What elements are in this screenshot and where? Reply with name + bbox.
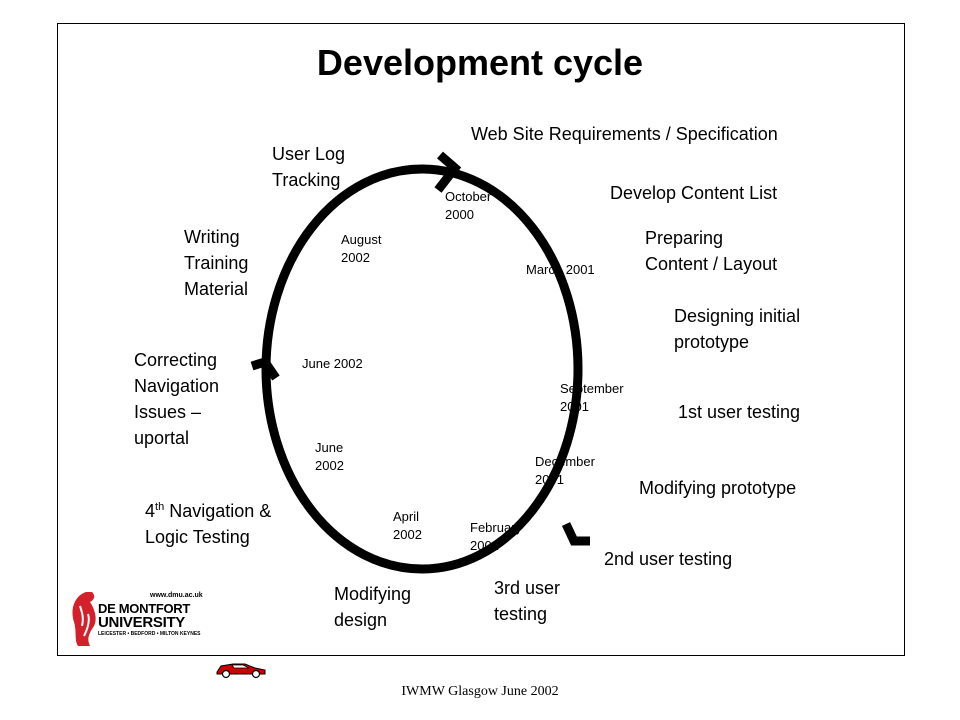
date-april-2002: April 2002 — [393, 509, 422, 542]
date-february-2002: February 2002 — [470, 520, 523, 553]
arrowhead-left — [250, 356, 280, 381]
date-december-2001: December 2001 — [535, 454, 595, 487]
stage-second-user-testing: 2nd user testing — [604, 549, 733, 569]
slide-frame — [57, 23, 905, 656]
car-icon — [216, 663, 266, 679]
logo-campuses: LEICESTER • BEDFORD • MILTON KEYNES — [98, 631, 201, 637]
stage-navigation-testing: 4th Navigation & Logic Testing — [145, 501, 272, 547]
date-october-2000: October 2000 — [445, 189, 492, 222]
logo-url: www.dmu.ac.uk — [150, 592, 203, 599]
stage-writing-training: Writing Training Material — [184, 227, 249, 299]
date-march-2001: March 2001 — [526, 262, 595, 277]
dmu-crest-icon — [72, 592, 96, 646]
slide-title: Development cycle — [316, 42, 644, 83]
stage-correcting-navigation: Correcting Navigation Issues – uportal — [134, 350, 220, 448]
arrowhead-top — [434, 151, 462, 193]
stage-designing-prototype: Designing initial prototype — [674, 306, 801, 352]
stage-user-log-tracking: User Log Tracking — [272, 144, 346, 190]
stage-modifying-prototype: Modifying prototype — [639, 478, 797, 498]
stage-develop-content-list: Develop Content List — [610, 183, 778, 203]
stage-web-site-requirements: Web Site Requirements / Specification — [471, 124, 778, 144]
stage-modifying-design: Modifying design — [334, 584, 412, 630]
stage-preparing-content: Preparing Content / Layout — [645, 228, 778, 274]
date-june-2002-upper: June 2002 — [302, 356, 363, 371]
arrowhead-bottom-right — [561, 522, 590, 546]
slide-footer: IWMW Glasgow June 2002 — [401, 684, 559, 699]
logo-name-line2: UNIVERSITY — [98, 614, 186, 631]
stage-first-user-testing: 1st user testing — [678, 402, 801, 422]
university-logo: www.dmu.ac.uk DE MONTFORT UNIVERSITY LEI… — [68, 588, 203, 648]
stage-third-user-testing: 3rd user testing — [494, 578, 561, 624]
date-june-2002-lower: June 2002 — [315, 440, 344, 473]
logo-name-line1: DE MONTFORT — [98, 601, 191, 616]
date-september-2001: September 2001 — [560, 381, 624, 414]
date-august-2002: August 2002 — [341, 232, 382, 265]
